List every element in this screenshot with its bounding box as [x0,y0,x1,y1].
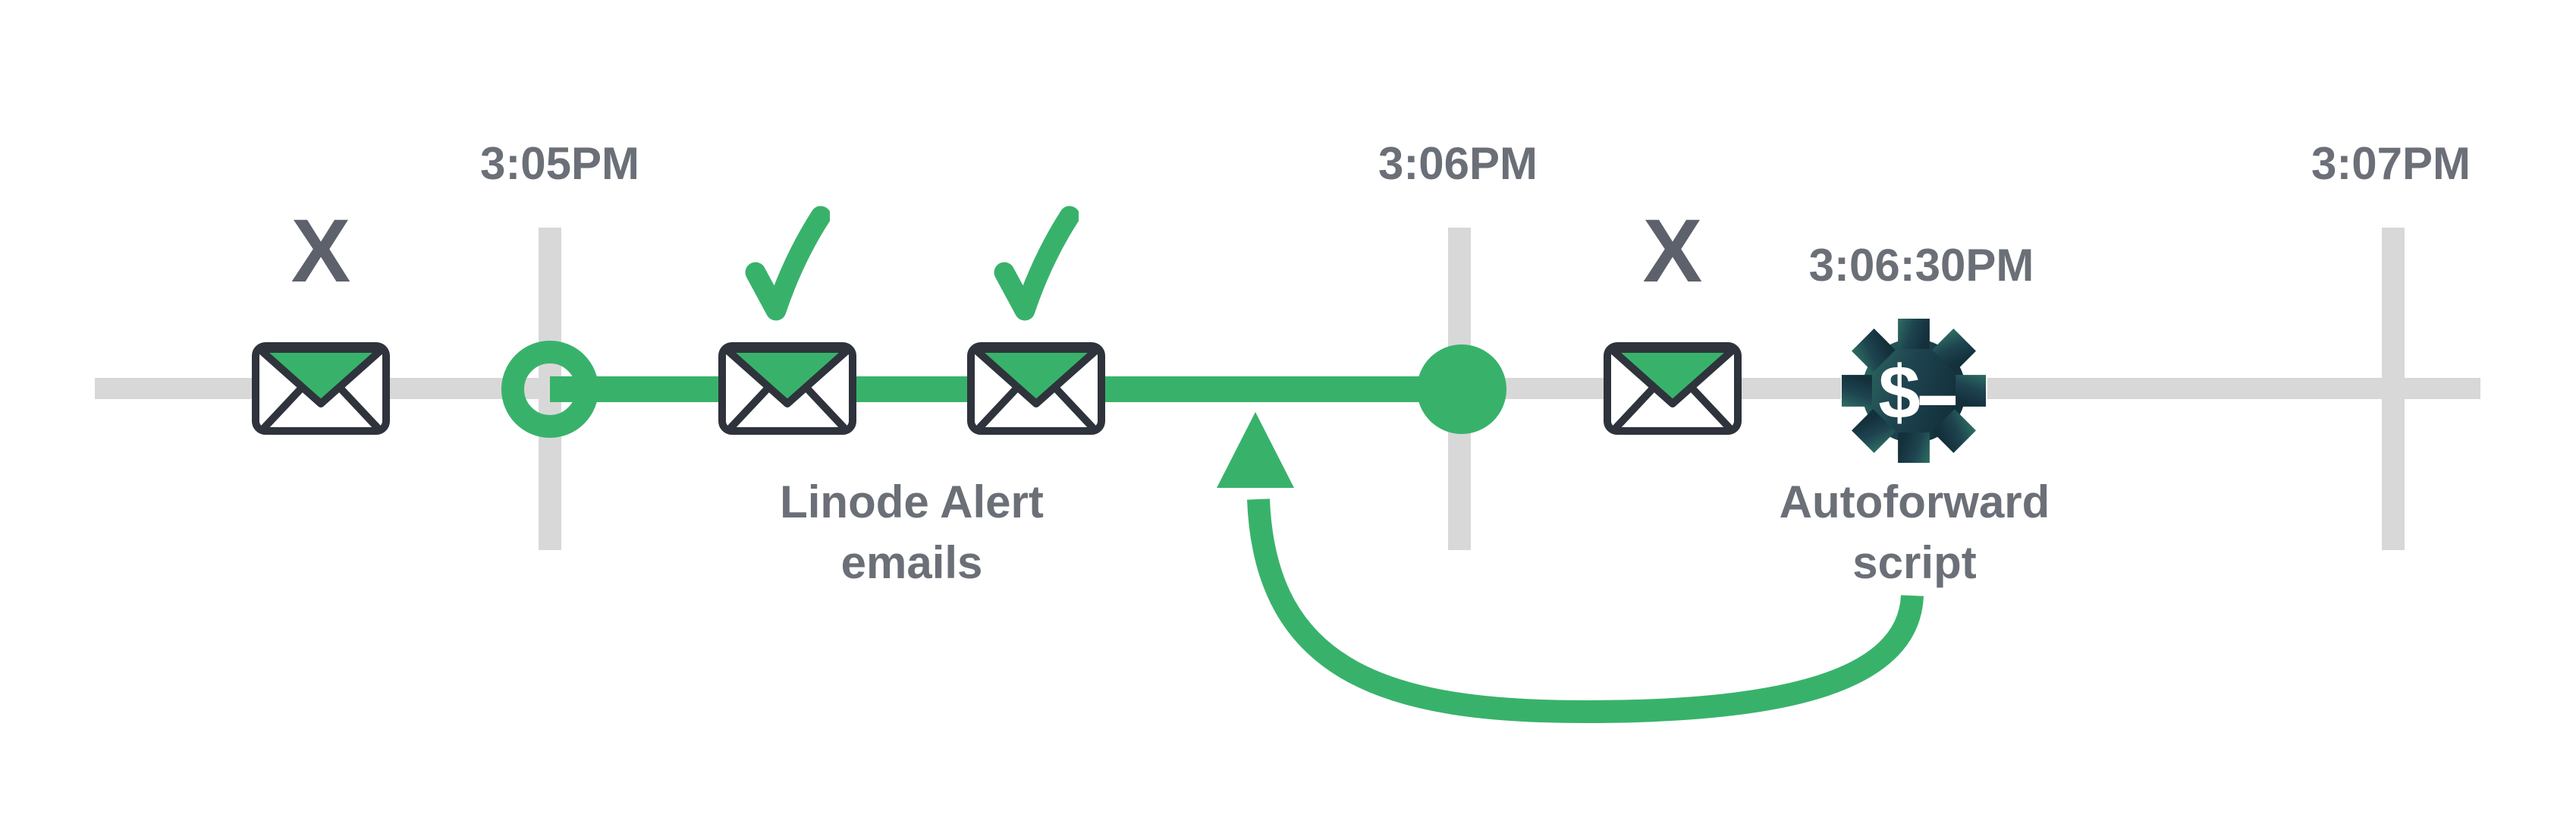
script-gear-icon: $ [1842,319,1986,463]
x-mark: X [1642,201,1703,301]
time-label: 3:06PM [1378,138,1538,189]
envelope-icon [967,342,1105,435]
time-label: 3:07PM [2311,138,2471,189]
check-icon [745,206,830,321]
interval-end-node [1417,344,1506,434]
caption-line: script [1852,537,1977,588]
autoforward-caption: Autoforward script [1780,472,2050,593]
tick-3-07 [2382,228,2405,550]
gear-body [1842,319,1986,463]
envelope-icon [1604,342,1742,435]
caption-line: Linode Alert [780,476,1044,527]
caption-line: emails [840,537,983,588]
check-icon [994,206,1079,321]
caption-line: Autoforward [1779,476,2050,527]
sub-event-time-label: 3:06:30PM [1808,240,2034,291]
timeline-track [1987,378,2480,399]
underscore-symbol [1919,395,1956,405]
envelope-icon [718,342,856,435]
arrowhead [1217,412,1294,488]
interval-start-node [501,341,598,438]
x-mark: X [291,201,351,301]
dollar-symbol: $ [1878,351,1920,435]
linode-alert-caption: Linode Alert emails [780,472,1044,593]
envelope-icon [252,342,390,435]
time-label: 3:05PM [479,138,640,189]
